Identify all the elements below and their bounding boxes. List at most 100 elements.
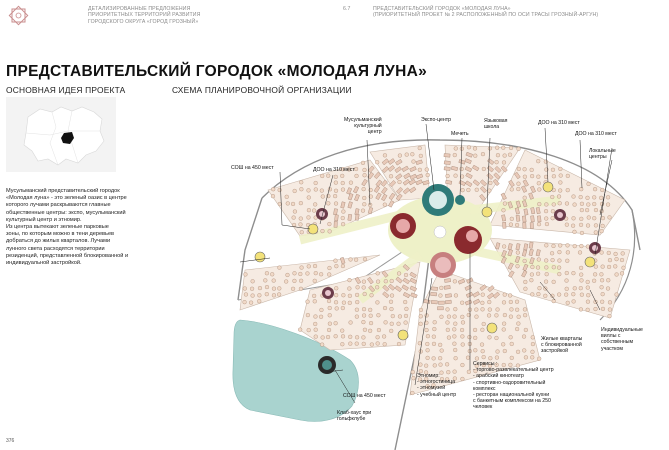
villa-plot [592, 201, 597, 207]
villa-plot [326, 173, 331, 178]
villa-plot [550, 293, 555, 298]
villa-plot [522, 348, 527, 353]
villa-plot [572, 202, 577, 207]
villa-plot [600, 223, 605, 228]
villa-plot [586, 202, 591, 207]
villa-plot [424, 376, 429, 382]
villa-plot [445, 320, 450, 325]
villa-plot [460, 342, 465, 347]
housing-block [430, 292, 437, 297]
villa-plot [404, 306, 409, 311]
villa-plot [530, 335, 535, 340]
villa-plot [341, 300, 346, 305]
housing-block [443, 166, 451, 171]
villa-plot [460, 334, 465, 339]
villa-plot [558, 173, 563, 178]
housing-block [472, 179, 480, 187]
villa-plot [572, 229, 577, 234]
villa-plot [600, 278, 605, 283]
villa-plot [362, 173, 367, 178]
villa-plot [439, 285, 444, 290]
housing-block [409, 173, 417, 180]
villa-plot [502, 321, 507, 326]
housing-block [479, 284, 487, 291]
villa-plot [502, 244, 507, 249]
villa-plot [530, 342, 535, 347]
housing-block [410, 292, 418, 299]
villa-plot [326, 298, 332, 304]
housing-block [387, 165, 395, 172]
label-language-school: Языковая школа [484, 118, 507, 130]
villa-plot [319, 272, 324, 277]
villa-plot [501, 342, 506, 347]
villa-plot [452, 152, 457, 158]
label-line: виллы с [601, 333, 621, 340]
villa-plot [271, 187, 276, 192]
villa-plot [606, 195, 611, 200]
villa-plot [362, 195, 367, 201]
villa-plot [564, 292, 569, 297]
villa-plot [438, 362, 443, 367]
villa-plot [460, 362, 465, 368]
housing-block [333, 221, 338, 228]
villa-plot [264, 271, 269, 276]
villa-plot [348, 334, 353, 339]
villa-plot [473, 153, 478, 158]
header-left-line: ДЕТАЛИЗИРОВАННЫЕ ПРЕДЛОЖЕНИЯ [88, 6, 191, 12]
villa-plot [389, 278, 394, 284]
villa-plot [523, 286, 528, 291]
villa-plot [578, 286, 583, 291]
villa-plot [271, 286, 277, 291]
villa-plot [502, 201, 507, 206]
villa-plot [403, 272, 409, 278]
villa-plot [579, 272, 584, 277]
housing-block [387, 158, 396, 165]
villa-plot [388, 174, 394, 179]
villa-plot [507, 152, 513, 157]
villa-plot [277, 286, 282, 291]
villa-plot [257, 293, 262, 298]
villa-plot [348, 257, 353, 262]
villa-plot [369, 293, 374, 298]
villa-plot [362, 202, 367, 207]
description-line: зоны, по которым можно в тени деревьев [6, 231, 115, 238]
villa-plot [600, 216, 606, 221]
villa-plot [298, 222, 303, 227]
villa-plot [557, 265, 562, 270]
villa-plot [551, 299, 556, 304]
villa-plot [557, 201, 562, 206]
label-line: с блокированной [541, 342, 582, 349]
villa-plot [376, 313, 381, 318]
villa-plot [418, 307, 424, 313]
villa-plot [397, 314, 403, 319]
villa-plot [446, 370, 451, 375]
villa-plot [600, 264, 605, 269]
villa-plot [277, 187, 282, 193]
villa-plot [292, 271, 297, 276]
villa-plot [354, 341, 359, 346]
villa-plot [614, 272, 619, 277]
housing-block [514, 255, 521, 264]
villa-plot [306, 195, 311, 200]
villa-plot [424, 320, 429, 325]
label-line: Жилые кварталы [541, 336, 583, 342]
label-line: с банкетным комплексом на 250 [473, 398, 551, 405]
villa-plot [460, 320, 466, 325]
villa-plot [495, 307, 500, 312]
villa-plot [242, 300, 247, 305]
villa-plot [571, 292, 576, 297]
villa-plot [446, 335, 451, 340]
villa-plot [397, 179, 402, 185]
villa-plot [347, 293, 352, 298]
housing-block [396, 186, 404, 195]
villa-plot [523, 313, 528, 318]
villa-plot [431, 383, 436, 388]
villa-plot [586, 181, 591, 187]
housing-block [479, 193, 486, 202]
housing-block [409, 166, 417, 173]
villa-plot [445, 307, 450, 312]
villa-plot [299, 230, 304, 235]
villa-plot [486, 313, 492, 318]
label-line: Этномир: [417, 373, 440, 379]
housing-block [508, 179, 515, 188]
